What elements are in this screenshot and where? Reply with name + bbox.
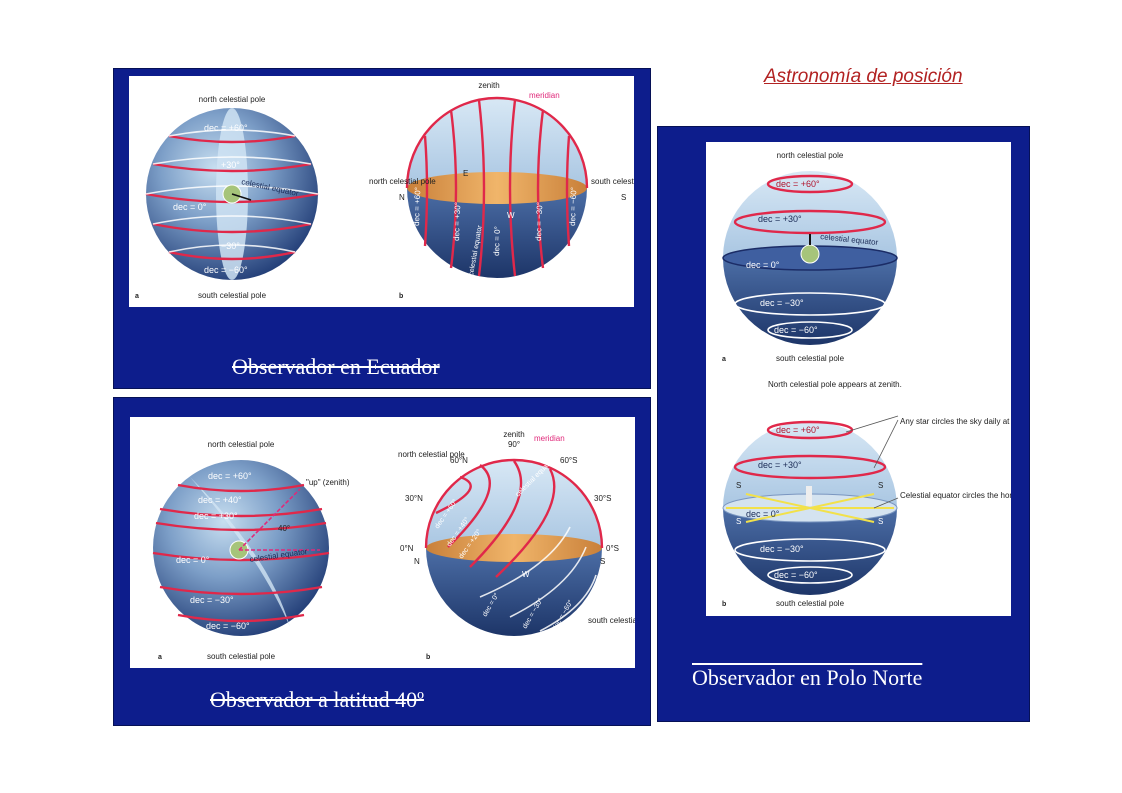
label-star-circles: Any star circles the sky daily at an alt…	[900, 417, 1011, 426]
label-s-4: S	[878, 517, 883, 526]
label-w: W	[522, 570, 530, 579]
label-south-pole: south celestial pole	[776, 354, 845, 363]
label-south-pole: south celestial pole	[198, 291, 267, 300]
label-0n: 0°N	[400, 544, 414, 553]
label-30s: 30°S	[594, 494, 611, 503]
label-south-pole-b: south celestial pole	[588, 616, 635, 625]
figure-ecuador: north celestial pole south celestial pol…	[129, 76, 634, 307]
sphere-b-ecuador: zenith meridian north celestial pole N s…	[369, 81, 634, 300]
caption-polo-norte: Observador en Polo Norte	[692, 665, 923, 690]
label-b-dec-m30: dec = −30°	[534, 202, 544, 241]
label-n: N	[414, 557, 420, 566]
label-dec-p30: dec = +30°	[758, 214, 802, 224]
label-dec-m60: dec = −60°	[206, 621, 250, 631]
label-equator-circles: Celestial equator circles the horizon.	[900, 491, 1011, 500]
diagram-polo-norte: north celestial pole south celestial pol…	[722, 151, 1011, 608]
label-north-pole: north celestial pole	[208, 440, 275, 449]
label-60n: 60°N	[450, 456, 468, 465]
label-s: S	[600, 557, 605, 566]
label-dec-m60: dec = −60°	[204, 265, 248, 275]
label-meridian: meridian	[534, 434, 565, 443]
label-dec-0: dec = 0°	[746, 260, 780, 270]
page-title: Astronomía de posición	[764, 66, 963, 87]
label-north-pole-b: north celestial pole	[369, 177, 436, 186]
label-zenith-deg: 90°	[508, 440, 520, 449]
label-zenith: zenith	[478, 81, 499, 90]
label-south-pole: south celestial pole	[776, 599, 845, 608]
label-south-pole: south celestial pole	[207, 652, 276, 661]
label-s-3: S	[736, 517, 741, 526]
panel-ecuador: north celestial pole south celestial pol…	[113, 68, 651, 389]
diagram-latitud: north celestial pole south celestial pol…	[152, 430, 635, 661]
sphere-b-polo: North celestial pole appears at zenith. …	[722, 380, 1011, 608]
label-60s: 60°S	[560, 456, 577, 465]
label-b-dec-p60: dec = +60°	[776, 425, 820, 435]
tag-b: b	[399, 293, 403, 300]
label-dec-p60: dec = +60°	[208, 471, 252, 481]
label-b-dec-0: dec = 0°	[492, 226, 502, 256]
caption-ecuador: Observador en Ecuador	[232, 354, 440, 379]
tag-a: a	[135, 293, 139, 300]
caption-latitud: Observador a latitud 40º	[210, 687, 424, 712]
label-30n: 30°N	[405, 494, 423, 503]
tag-a: a	[722, 356, 726, 363]
label-dec-p60: dec = +60°	[776, 179, 820, 189]
label-north-pole-b: north celestial pole	[398, 450, 465, 459]
label-dec-p60: dec = +60°	[204, 123, 248, 133]
sphere-b-latitud: zenith 90° meridian north celestial pole…	[398, 430, 635, 661]
label-north-pole-zenith: North celestial pole appears at zenith.	[768, 380, 902, 389]
label-up-zenith: "up" (zenith)	[306, 478, 350, 487]
label-dec-0: dec = 0°	[173, 202, 207, 212]
label-b-dec-0: dec = 0°	[746, 509, 780, 519]
label-b-dec-m60: dec = −60°	[568, 187, 578, 226]
sphere-a-latitud: north celestial pole south celestial pol…	[152, 440, 350, 661]
label-south-pole-b: south celestial pole	[591, 177, 634, 186]
label-dec-m30: −30°	[221, 241, 240, 251]
label-meridian: meridian	[529, 91, 560, 100]
label-north-pole: north celestial pole	[777, 151, 844, 160]
sphere-a-polo: north celestial pole south celestial pol…	[722, 151, 898, 363]
label-dec-p40: dec = +40°	[198, 495, 242, 505]
label-n: N	[399, 193, 405, 202]
label-s-1: S	[736, 481, 741, 490]
label-s-2: S	[878, 481, 883, 490]
tag-b: b	[722, 601, 726, 608]
diagram-ecuador: north celestial pole south celestial pol…	[135, 81, 634, 300]
label-dec-m30: dec = −30°	[190, 595, 234, 605]
label-north-pole: north celestial pole	[199, 95, 266, 104]
label-dec-m60: dec = −60°	[774, 325, 818, 335]
label-dec-m30: dec = −30°	[760, 298, 804, 308]
label-w: W	[507, 211, 515, 220]
label-b-dec-m60: dec = −60°	[774, 570, 818, 580]
label-b-dec-p30: dec = +30°	[758, 460, 802, 470]
label-dec-p30: +30°	[221, 160, 240, 170]
label-zenith: zenith	[503, 430, 524, 439]
label-s: S	[621, 193, 626, 202]
figure-latitud: north celestial pole south celestial pol…	[130, 417, 635, 668]
tag-b: b	[426, 654, 430, 661]
label-angle: 40°	[278, 524, 290, 533]
label-0s: 0°S	[606, 544, 619, 553]
panel-latitud: north celestial pole south celestial pol…	[113, 397, 651, 726]
tag-a: a	[158, 654, 162, 661]
label-e: E	[463, 169, 468, 178]
label-b-dec-m30: dec = −30°	[760, 544, 804, 554]
label-dec-p30: dec = +30°	[194, 511, 238, 521]
label-b-dec-p60: dec = +60°	[412, 187, 422, 226]
label-b-dec-p30: dec = +30°	[452, 202, 462, 241]
figure-polo-norte: north celestial pole south celestial pol…	[706, 142, 1011, 616]
panel-polo-norte: north celestial pole south celestial pol…	[657, 126, 1030, 722]
label-dec-0: dec = 0°	[176, 555, 210, 565]
sphere-a-ecuador: north celestial pole south celestial pol…	[135, 95, 319, 300]
